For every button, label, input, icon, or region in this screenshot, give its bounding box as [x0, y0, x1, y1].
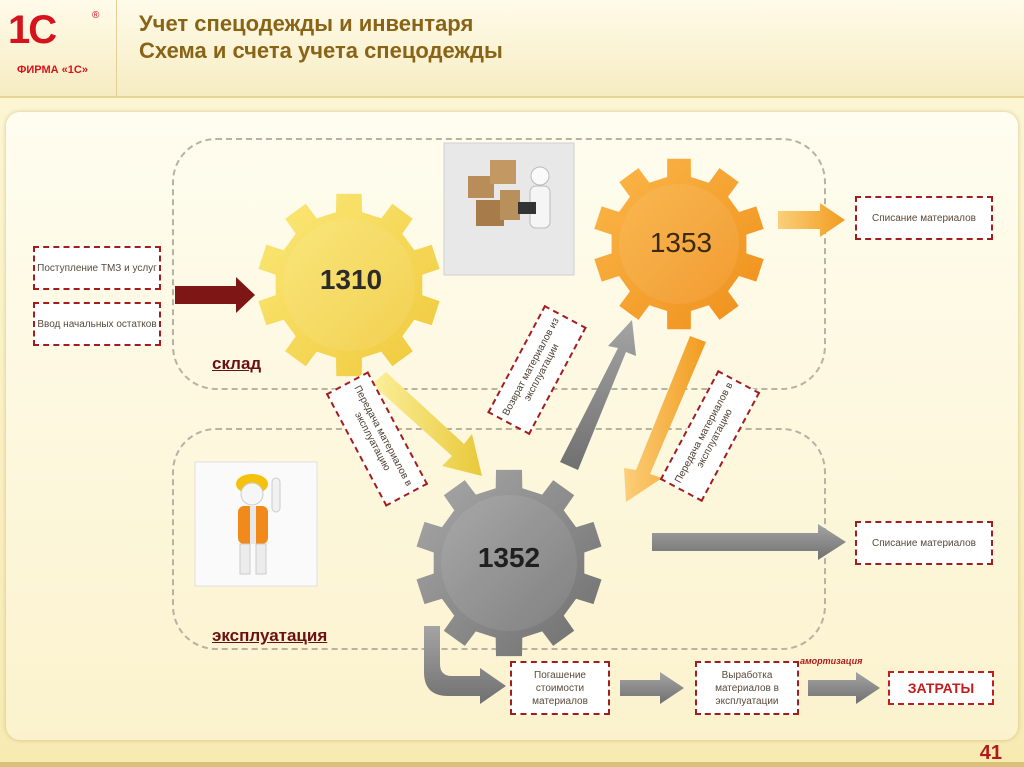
worker-illustration: [195, 462, 317, 586]
amortization-label: амортизация: [800, 656, 862, 666]
arrow-into-1310: [175, 277, 255, 313]
arrow-output-to-costs: [808, 672, 880, 704]
gear-1352-label: 1352: [478, 542, 540, 573]
repayment-box: Погашение стоимости материалов: [510, 661, 610, 715]
arrow-1352-to-writeoff: [652, 524, 846, 560]
gear-1353-label: 1353: [650, 227, 712, 258]
arrow-repayment-to-output: [620, 672, 684, 704]
write-off-top-box: Списание материалов: [855, 196, 993, 240]
boxes-illustration: [444, 143, 574, 275]
footer-bar: [0, 762, 1024, 767]
write-off-bottom-box: Списание материалов: [855, 521, 993, 565]
gear-1310-label: 1310: [320, 264, 382, 295]
output-box: Выработка материалов в эксплуатации: [695, 661, 799, 715]
arrow-1353-to-writeoff: [778, 203, 845, 237]
costs-box: ЗАТРАТЫ: [888, 671, 994, 705]
